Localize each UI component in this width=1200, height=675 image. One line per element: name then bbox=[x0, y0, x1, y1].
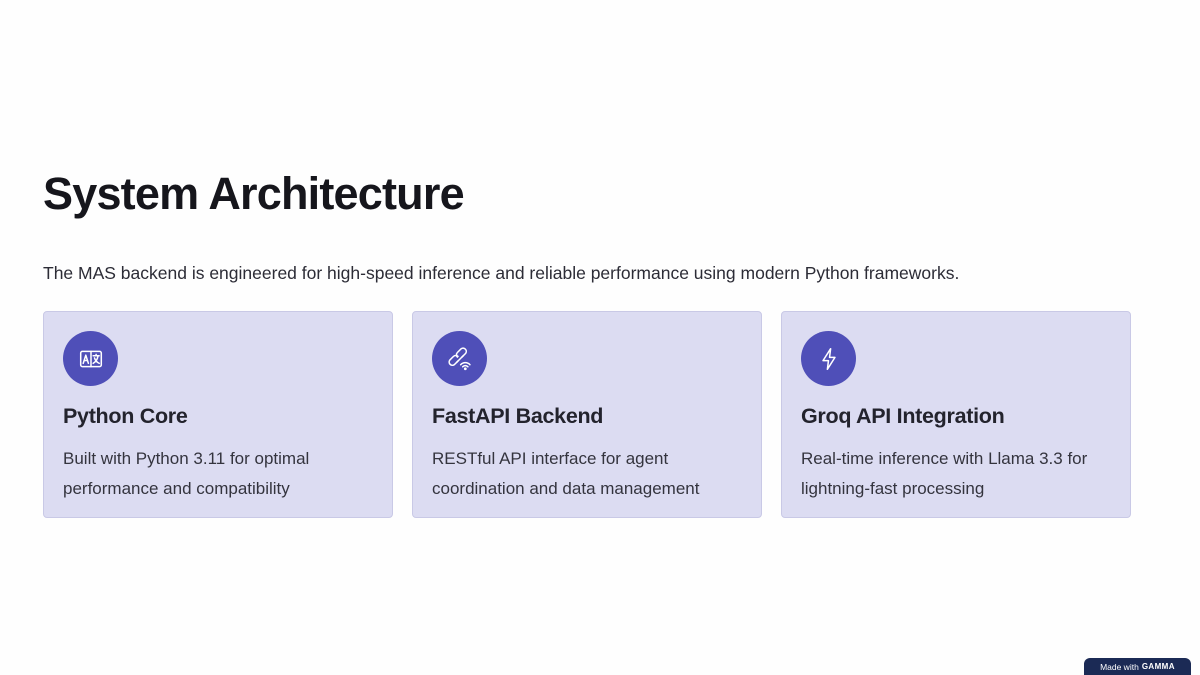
card-description: Built with Python 3.11 for optimal perfo… bbox=[63, 449, 310, 498]
card-fastapi-backend: FastAPI Backend RESTful API interface fo… bbox=[412, 311, 762, 518]
card-description: RESTful API interface for agent coordina… bbox=[432, 449, 700, 498]
card-groq-api-integration: Groq API Integration Real-time inference… bbox=[781, 311, 1131, 518]
badge-prefix: Made with bbox=[1100, 661, 1139, 672]
made-with-gamma-badge[interactable]: Made with GAMMA bbox=[1084, 658, 1191, 675]
card-title: FastAPI Backend bbox=[432, 404, 604, 428]
card-python-core: Python Core Built with Python 3.11 for o… bbox=[43, 311, 393, 518]
connected-link-icon bbox=[432, 331, 487, 386]
lightning-bolt-icon bbox=[801, 331, 856, 386]
gamma-logo: GAMMA bbox=[1141, 662, 1175, 671]
feature-cards: Python Core Built with Python 3.11 for o… bbox=[43, 311, 1131, 518]
card-title: Python Core bbox=[63, 404, 188, 428]
card-description: Real-time inference with Llama 3.3 for l… bbox=[801, 449, 1088, 498]
slide-subtitle: The MAS backend is engineered for high-s… bbox=[43, 263, 960, 283]
slide-title: System Architecture bbox=[43, 168, 465, 219]
translate-icon bbox=[63, 331, 118, 386]
card-title: Groq API Integration bbox=[801, 404, 1005, 428]
